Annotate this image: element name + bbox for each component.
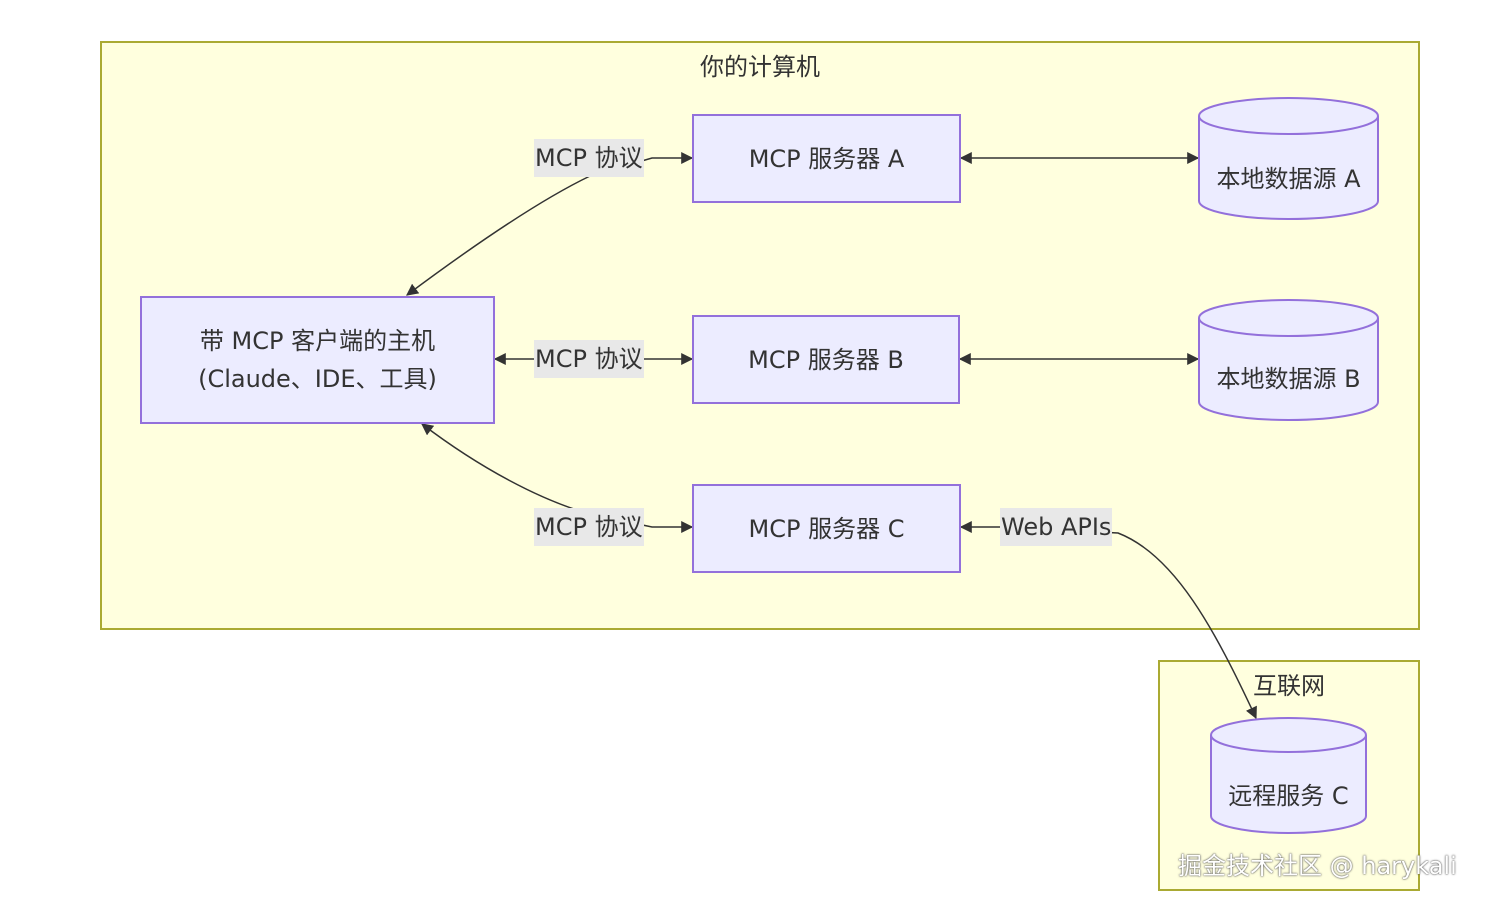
mcp-server-c-label: MCP 服务器 C bbox=[748, 514, 905, 543]
edge-label-host-c: MCP 协议 bbox=[534, 508, 644, 546]
remote-service-c-label: 远程服务 C bbox=[1228, 782, 1349, 810]
edge-label-web-apis: Web APIs bbox=[1000, 508, 1113, 546]
cluster-title-your-computer: 你的计算机 bbox=[700, 53, 820, 81]
host-node[interactable]: 带 MCP 客户端的主机 (Claude、IDE、工具) bbox=[140, 296, 495, 424]
database-icon bbox=[1210, 717, 1367, 834]
database-icon bbox=[1198, 299, 1379, 421]
cluster-title-internet: 互联网 bbox=[1253, 672, 1325, 700]
local-data-source-a-label: 本地数据源 A bbox=[1216, 165, 1361, 193]
mcp-server-a-label: MCP 服务器 A bbox=[748, 144, 905, 173]
host-node-line1: 带 MCP 客户端的主机 bbox=[199, 327, 436, 355]
edge-label-host-b: MCP 协议 bbox=[534, 340, 644, 378]
edge-host-to-server-a bbox=[406, 152, 694, 296]
local-data-source-b-node[interactable]: 本地数据源 B bbox=[1198, 299, 1379, 421]
local-data-source-b-label: 本地数据源 B bbox=[1216, 365, 1361, 393]
database-icon bbox=[1198, 97, 1379, 220]
mcp-server-c-node[interactable]: MCP 服务器 C bbox=[692, 484, 961, 573]
mcp-server-a-node[interactable]: MCP 服务器 A bbox=[692, 114, 961, 203]
mcp-server-b-node[interactable]: MCP 服务器 B bbox=[692, 315, 960, 404]
watermark: 掘金技术社区 @ harykali bbox=[1178, 852, 1457, 880]
edge-server-c-to-remote-c bbox=[959, 521, 1257, 720]
host-node-line2: (Claude、IDE、工具) bbox=[198, 365, 437, 393]
remote-service-c-node[interactable]: 远程服务 C bbox=[1210, 717, 1367, 834]
mcp-server-b-label: MCP 服务器 B bbox=[748, 345, 904, 374]
local-data-source-a-node[interactable]: 本地数据源 A bbox=[1198, 97, 1379, 220]
edge-label-host-a: MCP 协议 bbox=[534, 139, 644, 177]
